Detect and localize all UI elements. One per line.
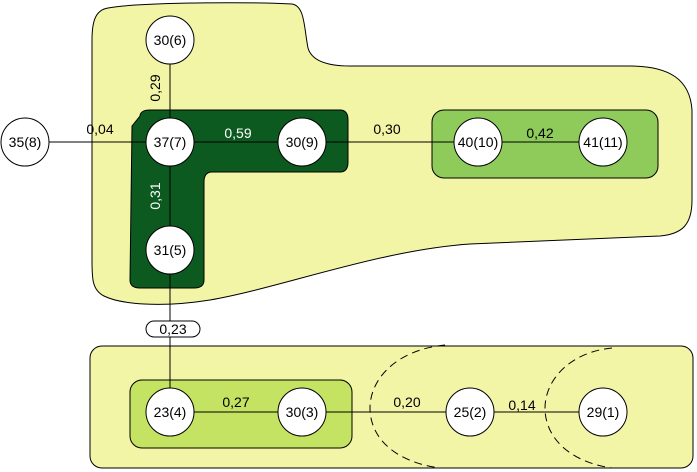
node-label: 41(11) xyxy=(583,134,622,150)
node-circle xyxy=(277,117,327,167)
edge-label-n9-n10: 0,30 xyxy=(373,121,400,137)
node-label: 29(1) xyxy=(587,404,620,420)
node-circle xyxy=(578,117,628,167)
node-n3[interactable]: 30(3) xyxy=(277,387,327,437)
edge-label-pill-n5-n4 xyxy=(145,320,201,338)
node-circle xyxy=(445,387,495,437)
node-n4[interactable]: 23(4) xyxy=(145,387,195,437)
node-circle xyxy=(277,387,327,437)
node-label: 30(9) xyxy=(286,134,319,150)
node-n10[interactable]: 40(10) xyxy=(453,117,503,167)
dashed-arc-right xyxy=(544,347,613,469)
node-n9[interactable]: 30(9) xyxy=(277,117,327,167)
edge-label-n7-n6: 0,29 xyxy=(147,74,163,101)
node-n11[interactable]: 41(11) xyxy=(578,117,628,167)
node-circle xyxy=(145,387,195,437)
node-label: 31(5) xyxy=(154,242,187,258)
edge-label-n4-n3: 0,27 xyxy=(222,394,249,410)
node-circle xyxy=(453,117,503,167)
cluster-upper-outer xyxy=(91,2,693,305)
node-circle xyxy=(145,15,195,65)
edge-label-n8-n7: 0,04 xyxy=(86,121,113,137)
node-circle xyxy=(145,117,195,167)
edge-label-n7-n5: 0,31 xyxy=(147,182,163,209)
dashed-arc-left xyxy=(369,344,446,469)
node-n5[interactable]: 31(5) xyxy=(145,225,195,275)
node-circle xyxy=(0,117,50,167)
node-label: 23(4) xyxy=(154,404,187,420)
node-n7[interactable]: 37(7) xyxy=(145,117,195,167)
node-circle xyxy=(578,387,628,437)
edge-label-n3-n2: 0,20 xyxy=(393,394,420,410)
node-label: 25(2) xyxy=(454,404,487,420)
node-n6[interactable]: 30(6) xyxy=(145,15,195,65)
edge-label-n2-n1: 0,14 xyxy=(508,397,535,413)
node-circle xyxy=(145,225,195,275)
node-n8[interactable]: 35(8) xyxy=(0,117,50,167)
node-n2[interactable]: 25(2) xyxy=(445,387,495,437)
edge-label-n7-n9: 0,59 xyxy=(224,125,251,141)
node-label: 37(7) xyxy=(154,134,187,150)
node-label: 30(3) xyxy=(286,404,319,420)
node-label: 30(6) xyxy=(154,32,187,48)
node-label: 35(8) xyxy=(9,134,42,150)
node-n1[interactable]: 29(1) xyxy=(578,387,628,437)
edge-label-n5-n4: 0,23 xyxy=(159,321,186,337)
edge-label-n10-n11: 0,42 xyxy=(526,125,553,141)
node-label: 40(10) xyxy=(458,134,498,150)
